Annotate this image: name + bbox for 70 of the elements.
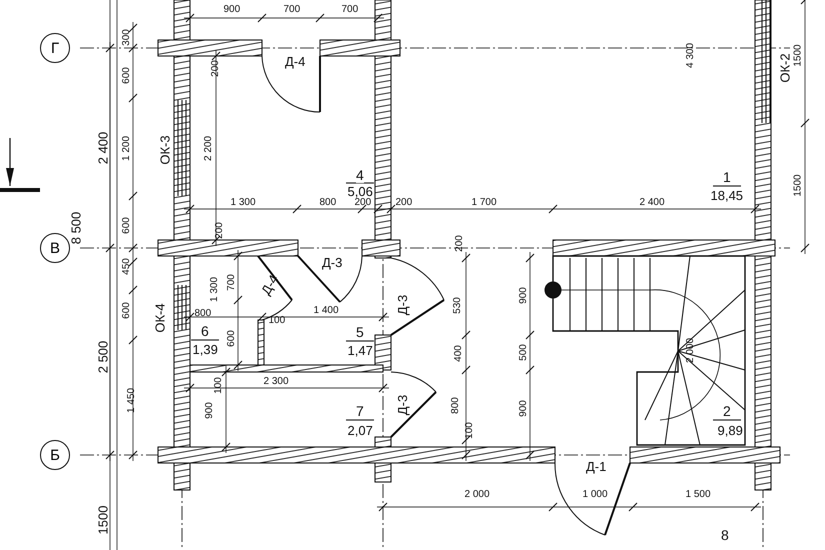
door-mark: Д-4 xyxy=(285,55,306,69)
door-mark: Д-3 xyxy=(396,394,410,416)
axis-bubble: В xyxy=(40,233,70,263)
dimension-label: 800 xyxy=(194,308,212,318)
dimension-label: 1 450 xyxy=(126,387,137,413)
window-mark: ОК-2 xyxy=(778,53,792,83)
dimension-label: 1 200 xyxy=(120,135,132,161)
room-number: 6 xyxy=(201,324,209,338)
window-mark: ОК-3 xyxy=(158,135,172,165)
window-mark: ОК-4 xyxy=(153,303,168,333)
room-area: 1,39 xyxy=(192,343,218,357)
dimension-label: 600 xyxy=(225,330,236,346)
dimension-label: 1 500 xyxy=(686,488,711,500)
dimension-label: 200 xyxy=(213,222,224,238)
dimension-label: 400 xyxy=(452,344,464,362)
room-area: 9,89 xyxy=(718,424,743,438)
dimension-label: 2 400 xyxy=(96,132,110,164)
dimension-label: 200 xyxy=(453,234,464,252)
dimension-label: 1 000 xyxy=(582,488,608,500)
dimension-label: 700 xyxy=(225,274,236,290)
dimension-label: 2 500 xyxy=(96,340,110,374)
dimension-label: 450 xyxy=(120,258,132,274)
dimension-label: 900 xyxy=(224,4,240,14)
dimension-label: 100 xyxy=(268,314,286,326)
dimension-label: 1 300 xyxy=(208,276,220,302)
dimension-label: 100 xyxy=(212,376,224,394)
dimension-label: 1500 xyxy=(792,174,804,196)
room-area: 2,07 xyxy=(348,424,373,438)
dimension-label: 900 xyxy=(517,400,528,416)
room-number: 2 xyxy=(723,404,731,418)
dimension-label: 200 xyxy=(354,196,372,208)
door-mark: Д-3 xyxy=(396,294,410,316)
room-number: 4 xyxy=(356,168,364,182)
room-number: 1 xyxy=(723,170,731,184)
dimension-label: 200 xyxy=(396,196,412,208)
dimension-label: 4 300 xyxy=(684,42,696,68)
door-mark: Д-1 xyxy=(586,460,606,474)
dimension-label: 700 xyxy=(284,4,300,14)
dimension-label: 1500 xyxy=(96,506,110,534)
room-number: 5 xyxy=(356,324,364,340)
dimension-label: 600 xyxy=(120,216,132,234)
dimension-label: 600 xyxy=(120,66,132,84)
dimension-label: 300 xyxy=(120,28,132,46)
dimension-label: 900 xyxy=(203,402,214,418)
dimension-label: 1 400 xyxy=(314,304,339,316)
room-area: 18,45 xyxy=(710,189,744,203)
axis-bubble: Г xyxy=(40,33,70,63)
dimension-label: 600 xyxy=(120,302,132,318)
dimension-label: 1500 xyxy=(792,44,804,66)
dimension-label: 700 xyxy=(342,4,358,14)
dimension-label: 100 xyxy=(463,422,474,438)
dimension-label: 800 xyxy=(449,396,460,414)
door-mark: Д-3 xyxy=(322,256,342,270)
dimension-label: 200 xyxy=(209,60,220,76)
dimension-label: 530 xyxy=(451,296,462,314)
dimension-label: 900 xyxy=(517,286,528,304)
axis-bubble: Б xyxy=(40,440,70,470)
dimension-label: 2 300 xyxy=(264,376,289,386)
dimension-label: 8 500 xyxy=(68,212,83,244)
dimension-label: 500 xyxy=(517,344,528,360)
room-number: 8 xyxy=(721,528,729,542)
dimension-label: 2 400 xyxy=(640,196,665,208)
dimension-label: 2 000 xyxy=(464,488,490,500)
room-area: 1,47 xyxy=(348,344,373,358)
room-number: 7 xyxy=(356,404,364,418)
dimension-label: 1 300 xyxy=(230,196,256,208)
room-area: 5,06 xyxy=(348,185,373,199)
dimension-label: 2 200 xyxy=(202,135,214,161)
dimension-label: 1 700 xyxy=(472,196,497,208)
dimension-label: 800 xyxy=(320,196,336,208)
